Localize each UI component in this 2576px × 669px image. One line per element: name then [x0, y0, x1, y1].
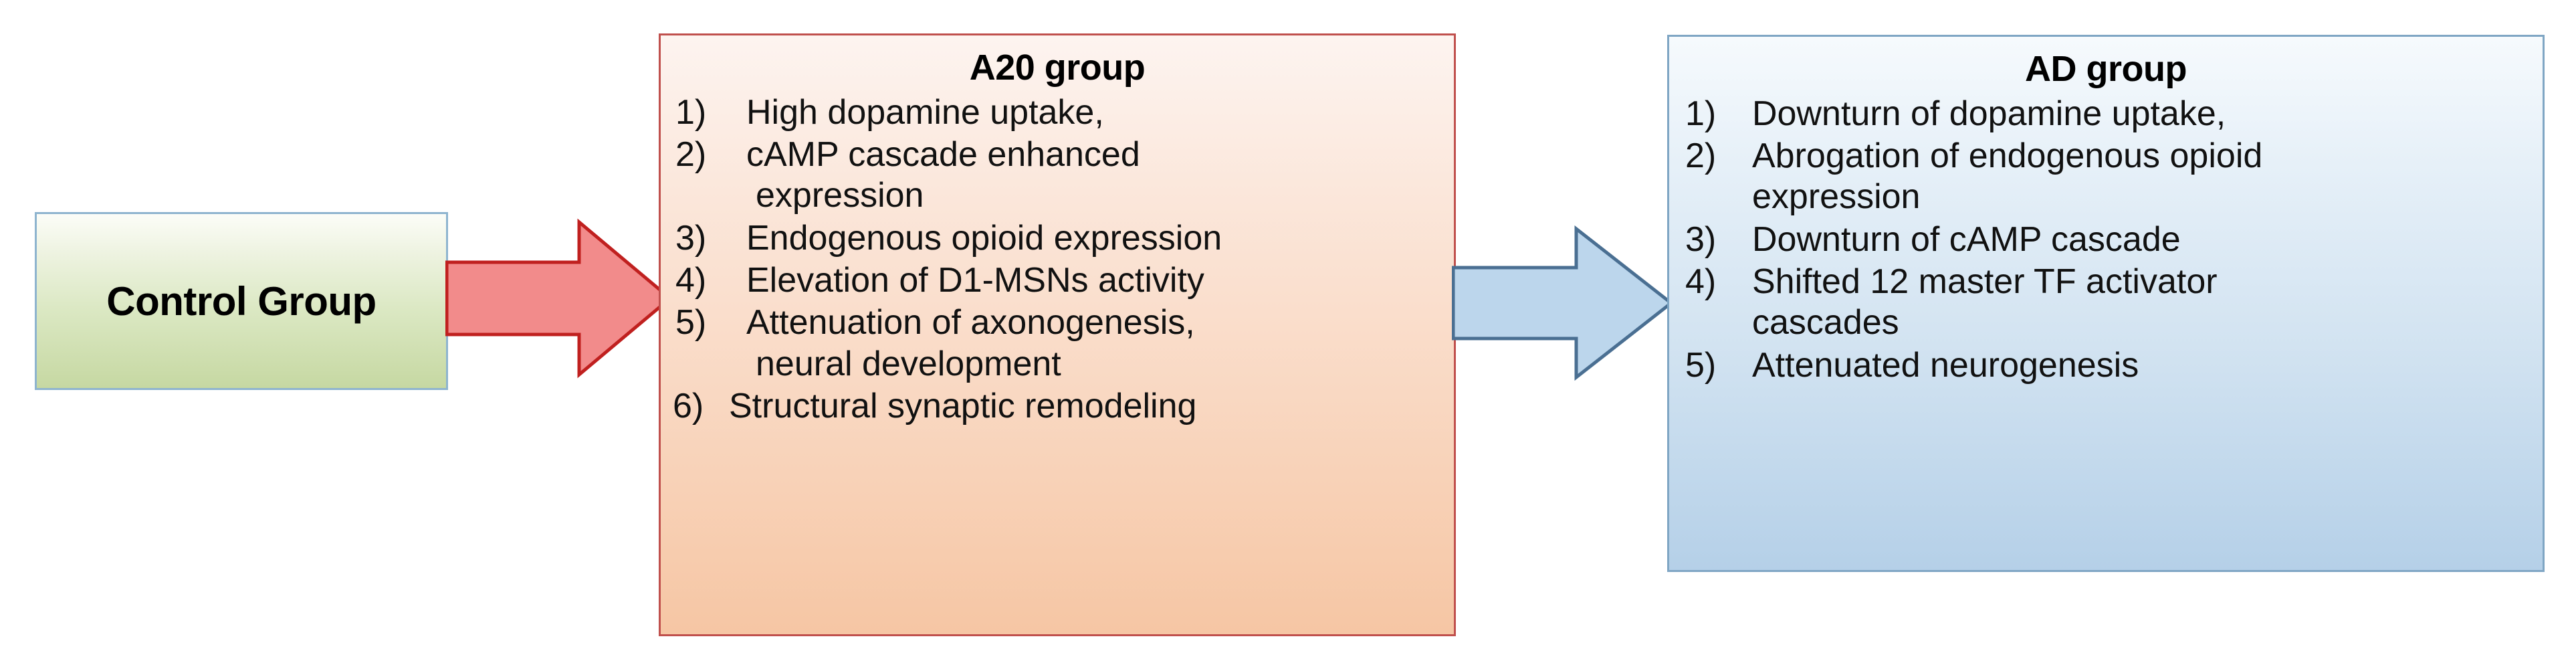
list-item: 1) Downturn of dopamine uptake,	[1676, 94, 2536, 134]
list-item-number: 4)	[675, 261, 707, 300]
list-item-line2: cascades	[1752, 303, 1899, 343]
a20-item-list: 1) High dopamine uptake, 2) cAMP cascade…	[667, 92, 1447, 427]
list-item-number: 3)	[675, 218, 707, 258]
list-item-number: 5)	[675, 303, 707, 343]
ad-item-list: 1) Downturn of dopamine uptake, 2) Abrog…	[1676, 94, 2536, 387]
arrow-control-to-a20	[445, 207, 673, 389]
list-item-number: 1)	[1685, 94, 1717, 133]
list-item-text: Endogenous opioid expression	[746, 218, 1222, 258]
list-item-number: 2)	[675, 135, 707, 175]
list-item-number: 3)	[1685, 219, 1717, 259]
ad-group-box[interactable]: AD group 1) Downturn of dopamine uptake,…	[1667, 35, 2545, 572]
list-item: 1) High dopamine uptake,	[667, 92, 1447, 133]
list-item: 3) Downturn of cAMP cascade	[1676, 219, 2536, 260]
list-item-line1: cAMP cascade enhanced	[746, 135, 1140, 175]
list-item-line2: expression	[756, 176, 924, 215]
list-item-number: 1)	[675, 92, 707, 132]
list-item-text: High dopamine uptake,	[746, 92, 1104, 132]
list-item-number: 6)	[673, 387, 704, 426]
list-item-line1: Shifted 12 master TF activator	[1752, 262, 2218, 302]
a20-group-box[interactable]: A20 group 1) High dopamine uptake, 2) cA…	[659, 33, 1456, 636]
control-group-label: Control Group	[106, 278, 377, 324]
control-group-box[interactable]: Control Group	[35, 212, 448, 390]
list-item: 6) Structural synaptic remodeling	[667, 386, 1447, 427]
list-item: 4) Elevation of D1-MSNs activity	[667, 260, 1447, 301]
list-item-number: 5)	[1685, 345, 1717, 385]
list-item-text: Attenuation of axonogenesis,neural devel…	[746, 302, 1447, 385]
list-item: 5) Attenuated neurogenesis	[1676, 345, 2536, 386]
list-item-line1: Abrogation of endogenous opioid	[1752, 136, 2263, 176]
list-item-text: Structural synaptic remodeling	[729, 387, 1197, 426]
list-item-line2: neural development	[756, 344, 1061, 383]
list-item-number: 4)	[1685, 262, 1717, 302]
list-item-text: Downturn of dopamine uptake,	[1752, 94, 2226, 133]
list-item-line2: expression	[1752, 177, 1921, 217]
list-item: 5) Attenuation of axonogenesis,neural de…	[667, 302, 1447, 385]
list-item-text: Downturn of cAMP cascade	[1752, 219, 2181, 259]
list-item-number: 2)	[1685, 136, 1717, 176]
list-item: 3) Endogenous opioid expression	[667, 218, 1447, 259]
a20-group-title: A20 group	[969, 47, 1146, 88]
right-arrow-icon	[445, 218, 673, 379]
ad-group-title: AD group	[2025, 49, 2187, 89]
arrow-a20-to-ad	[1451, 215, 1675, 391]
list-item-line1: Attenuation of axonogenesis,	[746, 303, 1195, 343]
right-arrow-icon	[1451, 225, 1675, 381]
list-item-text: Elevation of D1-MSNs activity	[746, 261, 1204, 300]
list-item-text: Attenuated neurogenesis	[1752, 345, 2139, 385]
